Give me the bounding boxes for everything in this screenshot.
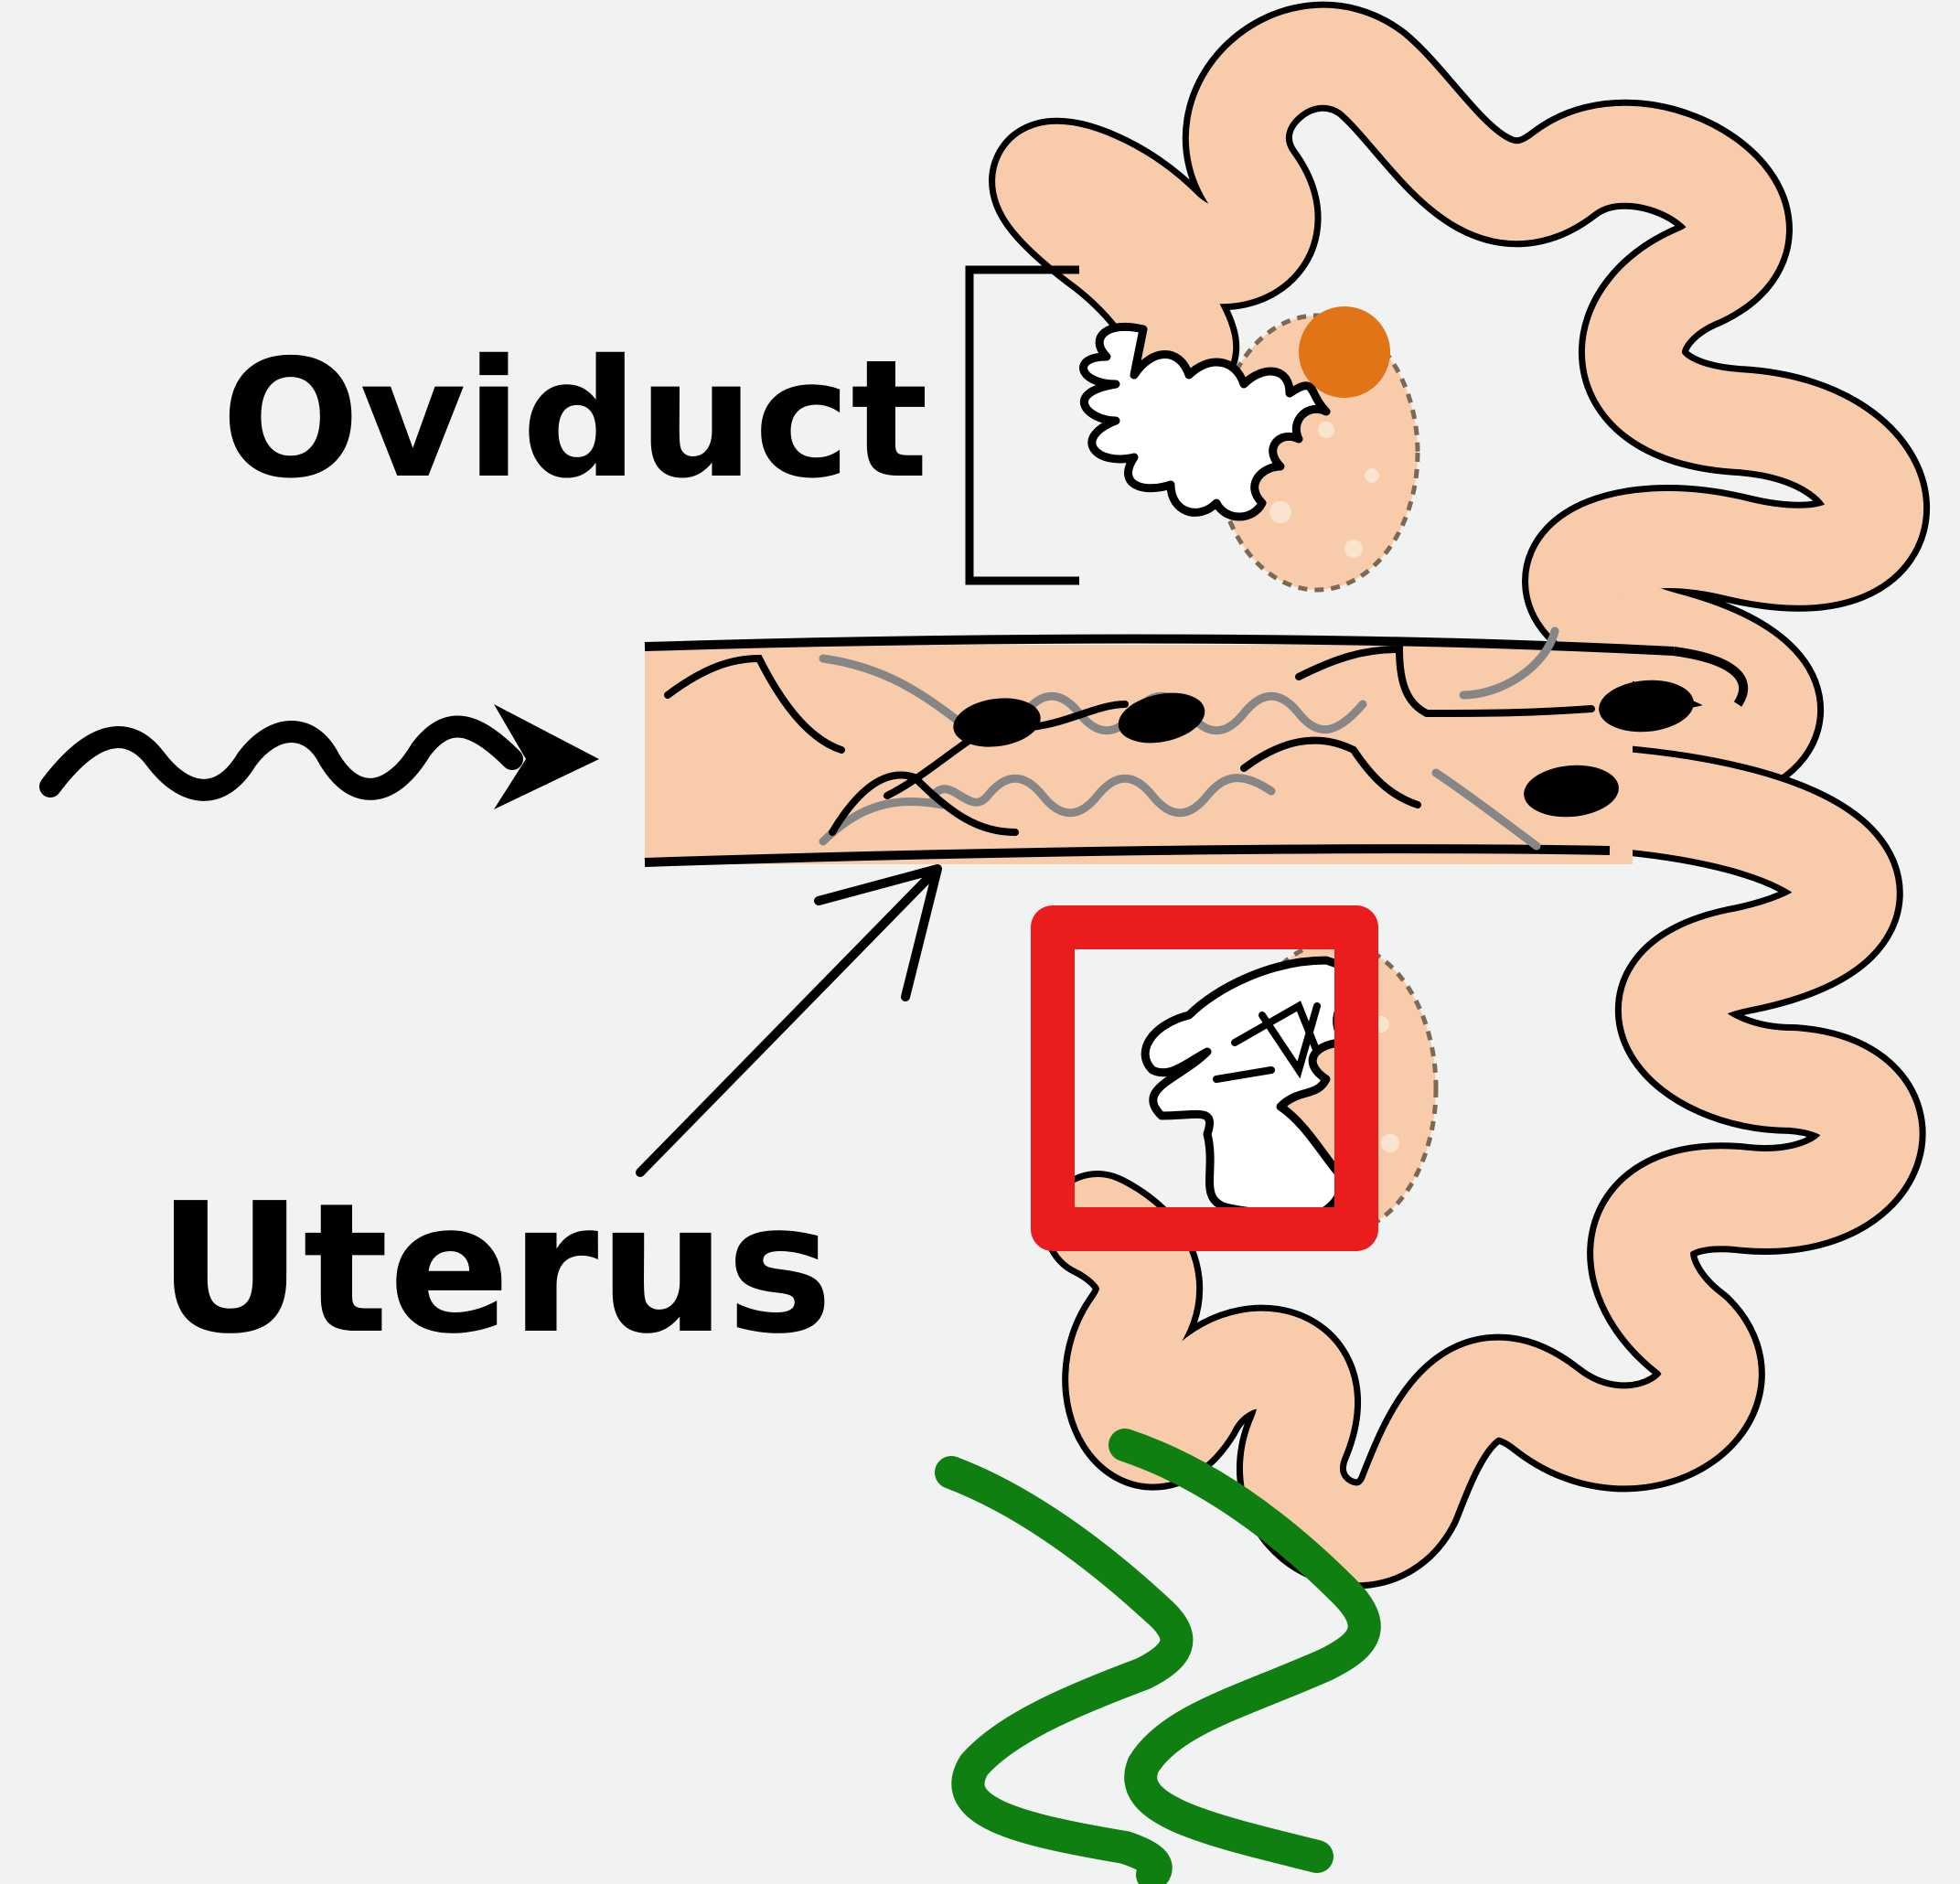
- wavy-arrow-icon: [50, 704, 599, 809]
- oviduct-bracket: [969, 270, 1079, 581]
- uterine-tube: [645, 639, 1743, 864]
- oviduct-label: Oviduct: [221, 325, 928, 514]
- uterus-label: Uterus: [157, 1165, 833, 1374]
- uterus-pointer-arrow: [640, 869, 937, 1172]
